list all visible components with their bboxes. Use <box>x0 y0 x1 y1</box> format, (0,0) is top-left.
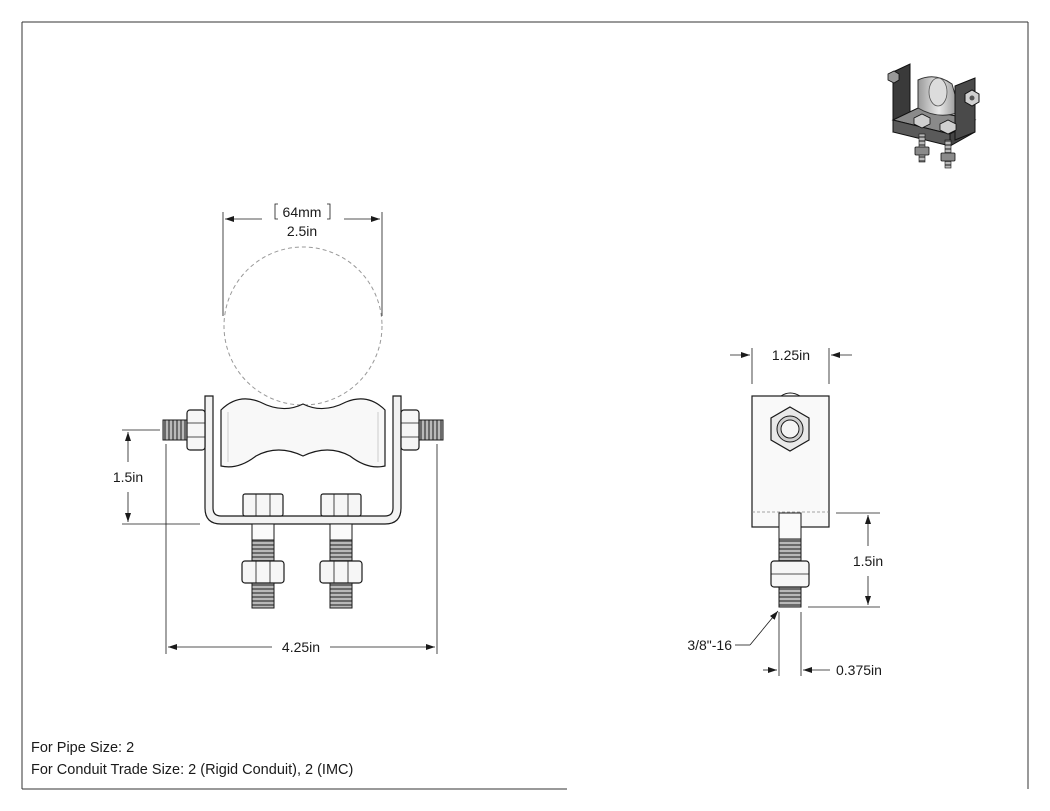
u-bracket <box>204 395 402 525</box>
side-face-nut <box>770 406 810 452</box>
thread-label: 3/8"-16 <box>687 637 732 653</box>
side-stud-diameter-dimension: 0.375in <box>763 612 882 678</box>
front-view: 64mm 2.5in 1.5in 4.25in <box>113 203 444 655</box>
left-top-nut <box>242 493 284 517</box>
pipe-outline <box>223 246 383 406</box>
side-stud-nut <box>770 560 810 588</box>
right-side-nut <box>400 409 420 451</box>
pipe-size-note: For Pipe Size: 2 <box>31 740 135 756</box>
front-width-label: 4.25in <box>282 639 320 655</box>
side-width-dimension: 1.25in <box>730 347 852 384</box>
front-height-dimension: 1.5in <box>113 429 200 525</box>
pipe-diameter-in-label: 2.5in <box>287 223 317 239</box>
left-side-stud <box>162 419 189 441</box>
thread-callout: 3/8"-16 <box>687 610 779 653</box>
side-view: 1.25in 1.5in 3/8"-16 0.375in <box>687 347 883 678</box>
pipe-diameter-dimension: 64mm 2.5in <box>222 203 383 316</box>
side-stud-diameter-label: 0.375in <box>836 662 882 678</box>
isometric-thumbnail <box>887 63 980 169</box>
left-bottom-nut <box>241 560 285 584</box>
front-width-dimension: 4.25in <box>165 444 438 655</box>
left-side-nut <box>186 409 206 451</box>
right-top-nut <box>320 493 362 517</box>
front-height-label: 1.5in <box>113 469 143 485</box>
right-side-stud <box>417 419 444 441</box>
side-width-label: 1.25in <box>772 347 810 363</box>
side-stud-length-label: 1.5in <box>853 553 883 569</box>
roller <box>220 398 386 468</box>
side-stud-length-dimension: 1.5in <box>808 512 883 608</box>
conduit-trade-size-note: For Conduit Trade Size: 2 (Rigid Conduit… <box>31 762 354 778</box>
right-bottom-nut <box>319 560 363 584</box>
sheet-border <box>21 21 1029 790</box>
pipe-diameter-mm-label: 64mm <box>283 204 322 220</box>
